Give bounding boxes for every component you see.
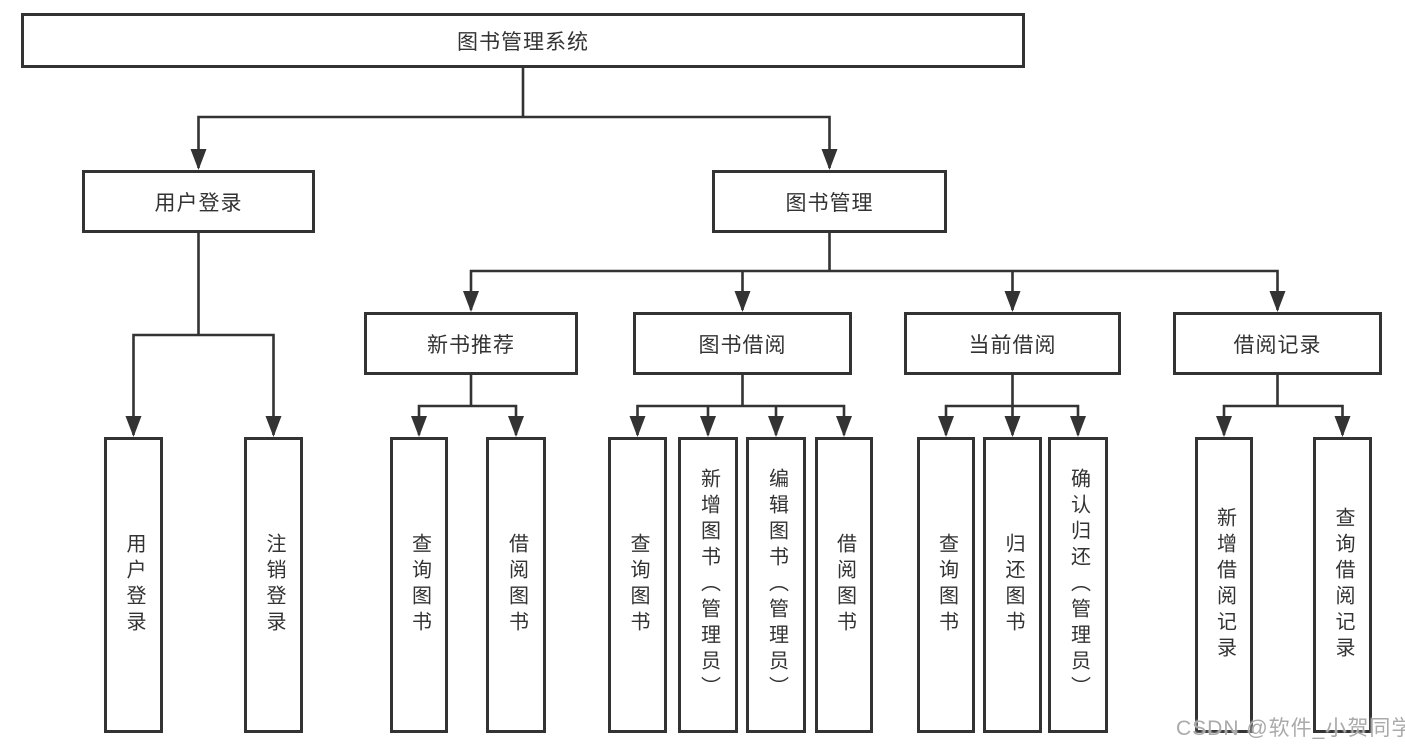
arrow-icon (1269, 291, 1286, 312)
connector-root-split (197, 68, 831, 168)
node-label: 查询图书 (935, 533, 958, 637)
node-leaf-newbook-borrow-books: 借阅图书 (486, 437, 546, 733)
node-leaf-add-book-admin: 新增图书（管理员） (678, 437, 738, 733)
node-label: 借阅图书 (505, 533, 528, 637)
node-leaf-query-borrow-record: 查询借阅记录 (1313, 437, 1372, 733)
node-label: 确认归还（管理员） (1067, 468, 1090, 702)
node-label: 图书管理系统 (457, 30, 589, 54)
arrowheads (125, 149, 1351, 437)
node-leaf-add-borrow-record: 新增借阅记录 (1195, 437, 1253, 733)
arrow-icon (700, 416, 716, 437)
node-label: 借阅记录 (1233, 333, 1322, 357)
node-leaf-confirm-return-admin: 确认归还（管理员） (1048, 437, 1108, 733)
watermark: CSDN @软件_小贺同学 (1176, 717, 1405, 740)
arrow-icon (265, 416, 282, 437)
node-label: 查询借阅记录 (1332, 507, 1354, 663)
arrow-icon (190, 149, 207, 170)
node-leaf-newbook-query-books: 查询图书 (390, 437, 448, 733)
node-label: 编辑图书（管理员） (765, 468, 788, 702)
connector-new-book-split (417, 375, 518, 435)
node-borrowing-records: 借阅记录 (1173, 312, 1382, 375)
node-label: 新增借阅记录 (1213, 507, 1236, 663)
arrow-icon (938, 416, 954, 437)
node-label: 用户登录 (123, 533, 145, 637)
node-label: 归还图书 (1002, 533, 1024, 637)
arrow-icon (1070, 416, 1086, 437)
arrow-icon (821, 149, 838, 170)
node-leaf-current-query-books: 查询图书 (917, 437, 975, 733)
arrow-icon (734, 291, 751, 312)
node-user-login: 用户登录 (82, 170, 315, 233)
node-label: 图书管理 (785, 191, 874, 215)
node-label: 借阅图书 (833, 533, 856, 637)
arrow-icon (1334, 416, 1351, 437)
node-leaf-return-books: 归还图书 (983, 437, 1042, 733)
arrow-icon (463, 291, 479, 312)
node-leaf-borrow-books: 借阅图书 (815, 437, 873, 733)
node-current-borrowing: 当前借阅 (904, 312, 1121, 375)
node-label: 查询图书 (408, 533, 431, 637)
arrow-icon (836, 416, 852, 437)
node-book-borrowing: 图书借阅 (633, 312, 852, 375)
node-new-book-recommendation: 新书推荐 (364, 312, 578, 375)
node-label: 图书借阅 (698, 333, 787, 357)
node-label: 查询图书 (627, 533, 649, 637)
connector-book-borrowing-split (636, 375, 846, 435)
node-label: 新增图书（管理员） (697, 468, 720, 702)
arrow-icon (629, 416, 646, 437)
node-label: 注销登录 (263, 533, 285, 637)
arrow-icon (508, 416, 524, 437)
node-leaf-edit-book-admin: 编辑图书（管理员） (746, 437, 806, 733)
node-label: 用户登录 (154, 191, 243, 215)
node-leaf-user-login: 用户登录 (104, 437, 163, 733)
connector-book-management-split (469, 233, 1279, 310)
arrow-icon (768, 416, 784, 437)
node-label: 新书推荐 (427, 333, 515, 357)
connector-records-split (1222, 375, 1344, 435)
arrow-icon (411, 416, 427, 437)
arrow-icon (1216, 416, 1232, 437)
node-leaf-logout: 注销登录 (244, 437, 303, 733)
arrow-icon (1004, 291, 1021, 312)
node-library-management-system: 图书管理系统 (21, 13, 1025, 68)
node-label: 当前借阅 (968, 333, 1057, 357)
arrow-icon (125, 416, 142, 437)
node-leaf-borrowing-query-books: 查询图书 (608, 437, 667, 733)
connector-user-login-split (132, 233, 275, 435)
arrow-icon (1004, 416, 1021, 437)
node-book-management: 图书管理 (712, 170, 947, 233)
